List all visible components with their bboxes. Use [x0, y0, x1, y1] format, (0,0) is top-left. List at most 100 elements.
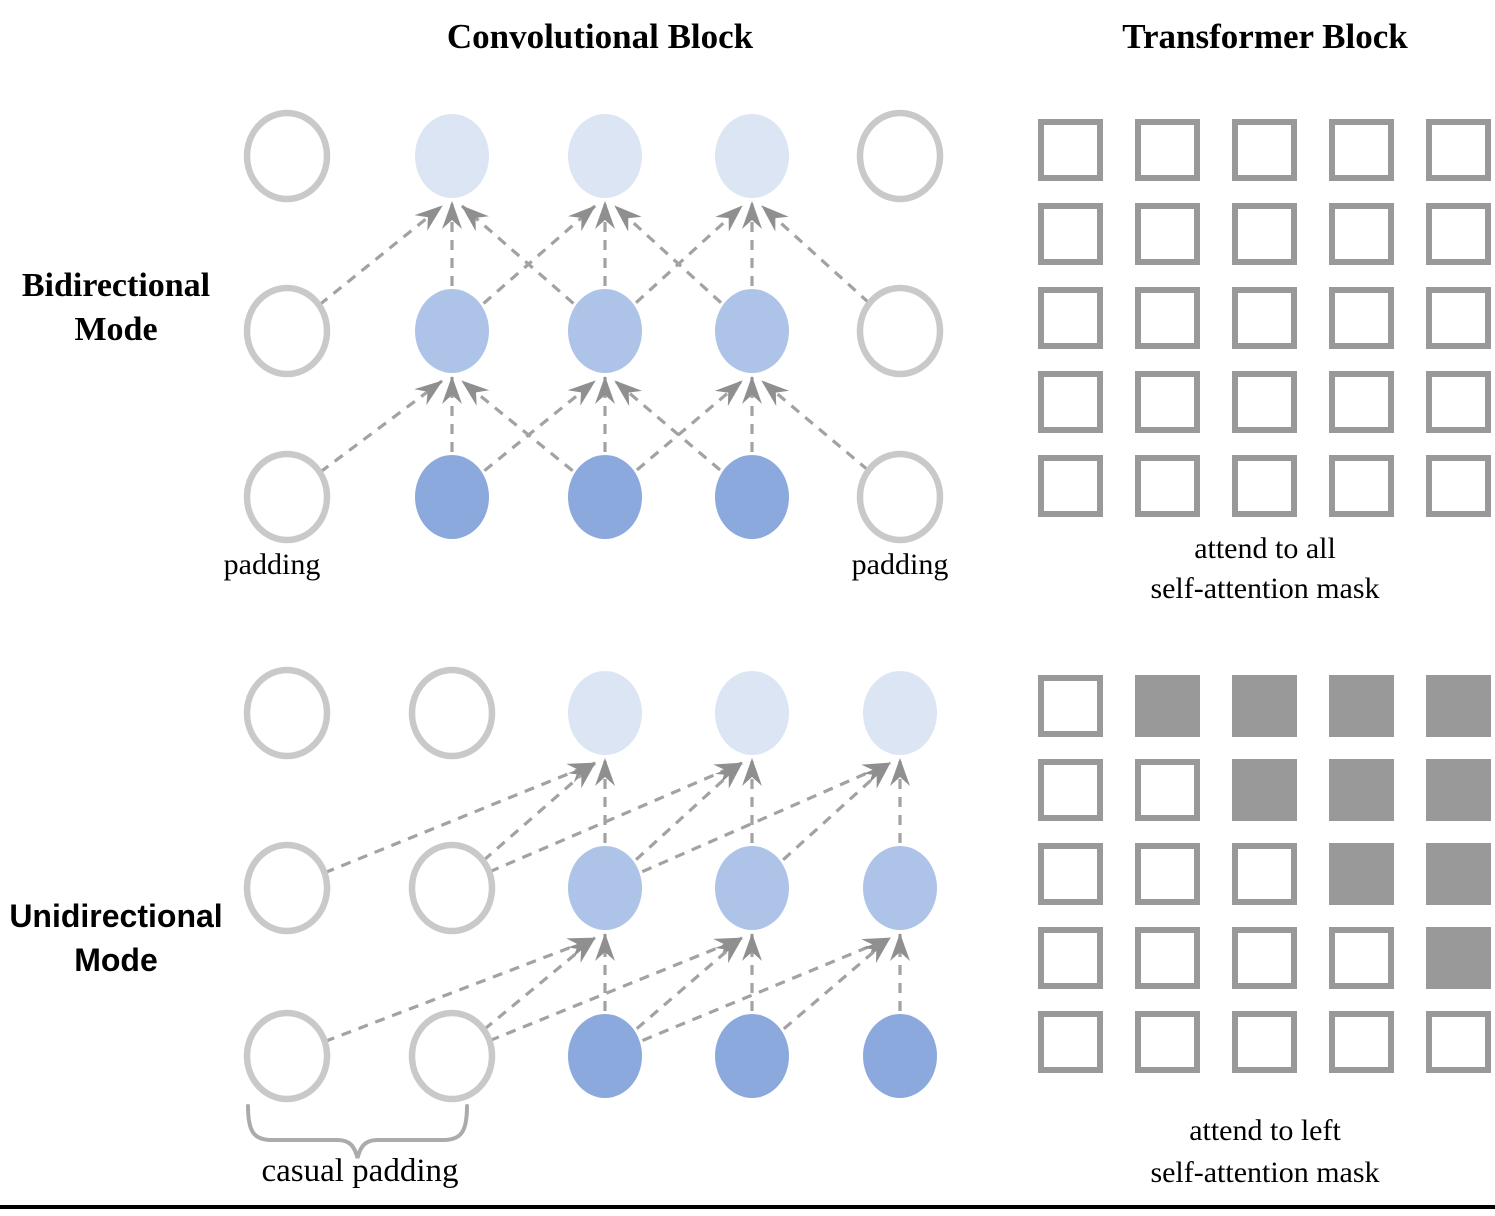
mask-cell-empty: [1135, 203, 1200, 265]
mask-cell-empty: [1426, 119, 1491, 181]
mask-cell-empty: [1426, 371, 1491, 433]
mask-cell-empty: [1232, 1011, 1297, 1073]
mask-cell-empty: [1135, 843, 1200, 905]
mask-cell-empty: [1426, 1011, 1491, 1073]
mask-cell-filled: [1426, 759, 1491, 821]
mask-cell-empty: [1329, 927, 1394, 989]
mask-cell-empty: [1135, 119, 1200, 181]
conv-edge: [635, 936, 744, 1030]
attend-left-caption-line1: attend to left: [1189, 1114, 1341, 1147]
mask-cell-empty: [1135, 287, 1200, 349]
conv-padding-node: [243, 841, 331, 935]
mask-cell-empty: [1329, 119, 1394, 181]
conv-node: [568, 846, 642, 930]
mask-cell-filled: [1232, 759, 1297, 821]
mask-cell-empty: [1135, 455, 1200, 517]
attend-all-caption-line2: self-attention mask: [1150, 572, 1380, 605]
conv-node: [715, 455, 789, 539]
mask-cell-empty: [1232, 371, 1297, 433]
conv-node: [415, 114, 489, 198]
mask-cell-empty: [1232, 203, 1297, 265]
mask-cell-empty: [1038, 675, 1103, 737]
mask-cell-empty: [1038, 287, 1103, 349]
mask-cell-empty: [1232, 119, 1297, 181]
mask-cell-empty: [1329, 455, 1394, 517]
conv-node: [715, 671, 789, 755]
conv-edge: [483, 379, 597, 472]
conv-padding-node: [243, 1009, 331, 1103]
mask-cell-filled: [1329, 675, 1394, 737]
conv-edge: [483, 936, 597, 1031]
conv-padding-node: [408, 666, 496, 760]
transformer-block-title: Transformer Block: [1122, 17, 1408, 56]
conv-node: [863, 1014, 937, 1098]
conv-node: [415, 455, 489, 539]
conv-node: [715, 846, 789, 930]
mask-cell-empty: [1135, 759, 1200, 821]
conv-edge: [324, 936, 596, 1043]
bottom-rule: [0, 1205, 1495, 1209]
causal-padding-brace: [246, 1104, 469, 1159]
mask-cell-empty: [1038, 119, 1103, 181]
conv-node: [715, 1014, 789, 1098]
conv-node: [715, 114, 789, 198]
mask-cell-empty: [1038, 843, 1103, 905]
conv-padding-node: [243, 450, 331, 544]
causal-padding-label: casual padding: [261, 1153, 459, 1189]
bidirectional-mode-line2: Mode: [74, 311, 158, 348]
unidirectional-mode-line2: Mode: [74, 942, 158, 978]
mask-cell-empty: [1038, 927, 1103, 989]
conv-edge: [318, 204, 444, 307]
conv-padding-node: [408, 841, 496, 935]
conv-edge: [319, 379, 443, 474]
mask-cell-empty: [1038, 1011, 1103, 1073]
mask-cell-empty: [1329, 371, 1394, 433]
mask-cell-filled: [1232, 675, 1297, 737]
conv-padding-node: [856, 450, 944, 544]
mask-cell-filled: [1329, 759, 1394, 821]
unidirectional-mode-label: Unidirectional Mode: [2, 894, 230, 982]
conv-edge: [613, 379, 722, 472]
attend-left-caption-line2: self-attention mask: [1150, 1156, 1380, 1189]
padding-left-label: padding: [223, 548, 321, 581]
mask-cell-empty: [1426, 455, 1491, 517]
mask-cell-empty: [1135, 1011, 1200, 1073]
mask-cell-empty: [1232, 843, 1297, 905]
mask-cell-empty: [1426, 287, 1491, 349]
conv-edge: [324, 761, 596, 875]
mask-cell-empty: [1135, 927, 1200, 989]
conv-edge: [489, 936, 743, 1043]
conv-edge: [482, 761, 597, 862]
mask-cell-empty: [1135, 371, 1200, 433]
conv-edge: [760, 379, 869, 472]
mask-cell-filled: [1329, 843, 1394, 905]
conv-edge: [482, 204, 597, 305]
attend-left-caption: attend to left self-attention mask: [1040, 1110, 1490, 1194]
mask-cell-empty: [1038, 455, 1103, 517]
unidirectional-mode-line1: Unidirectional: [9, 898, 223, 934]
conv-node: [568, 455, 642, 539]
conv-edge: [760, 204, 870, 304]
conv-node: [415, 289, 489, 373]
mask-cell-empty: [1038, 203, 1103, 265]
mask-cell-empty: [1329, 287, 1394, 349]
conv-edge: [635, 379, 744, 472]
conv-edge: [488, 761, 743, 874]
mask-cell-filled: [1426, 675, 1491, 737]
mask-cell-empty: [1329, 1011, 1394, 1073]
mask-cell-empty: [1232, 287, 1297, 349]
conv-node: [568, 1014, 642, 1098]
attend-all-caption-line1: attend to all: [1194, 532, 1336, 565]
conv-node: [863, 671, 937, 755]
conv-padding-node: [856, 284, 944, 378]
conv-node: [863, 846, 937, 930]
mask-cell-filled: [1135, 675, 1200, 737]
conv-padding-node: [243, 284, 331, 378]
conv-edge: [782, 936, 892, 1030]
mask-cell-empty: [1038, 759, 1103, 821]
conv-node: [568, 289, 642, 373]
conv-node: [568, 114, 642, 198]
mask-cell-empty: [1329, 203, 1394, 265]
